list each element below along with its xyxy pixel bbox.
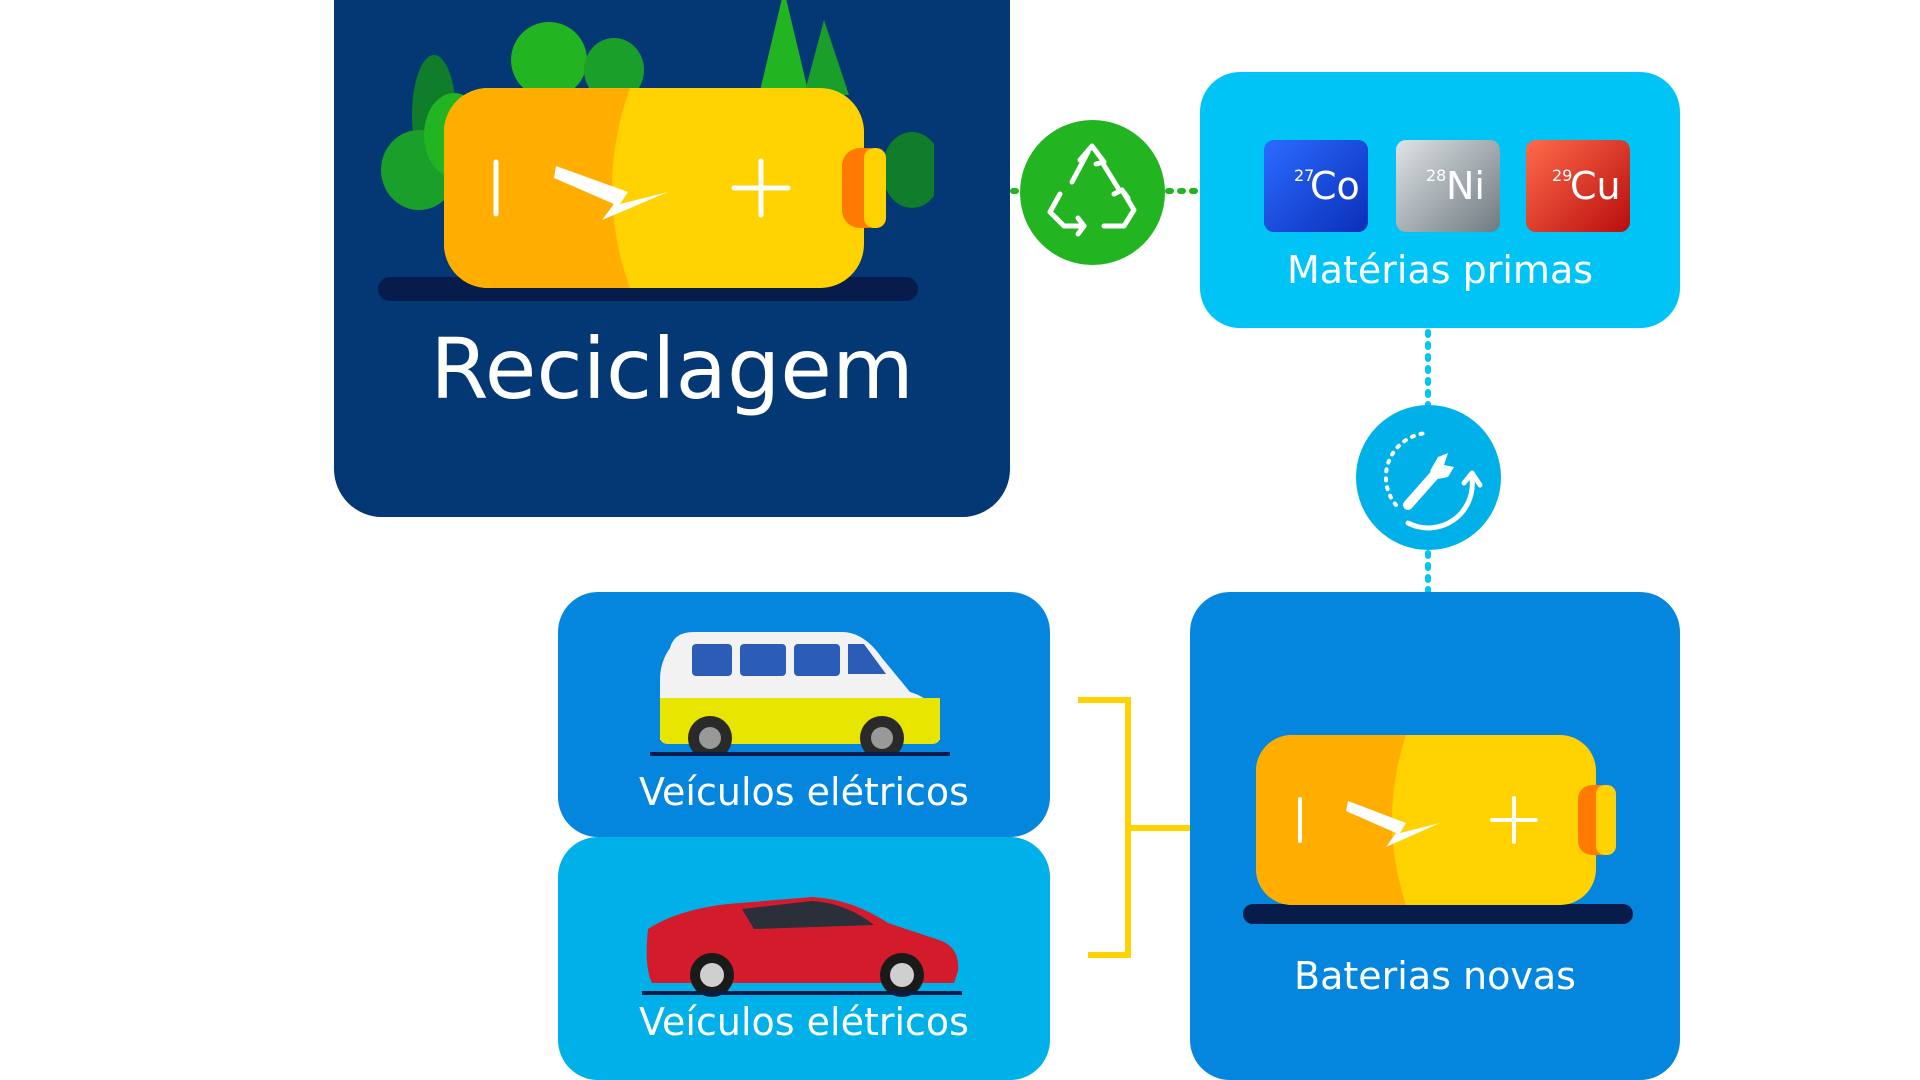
element-number: 28: [1426, 166, 1447, 185]
van-icon: [650, 632, 950, 756]
vehicle-card-van: Veículos elétricos: [558, 592, 1050, 837]
recycling-card: Reciclagem: [334, 0, 1010, 517]
new-battery-icon: [1256, 735, 1616, 905]
vehicle-card-sedan: Veículos elétricos: [558, 837, 1050, 1080]
element-tile-copper: 29 Cu: [1526, 140, 1630, 232]
recycle-icon: [1047, 143, 1137, 237]
recycle-badge: [1020, 120, 1165, 265]
vehicle-label-sedan: Veículos elétricos: [639, 1000, 969, 1044]
new-batteries-card: Baterias novas: [1190, 592, 1680, 1080]
wrench-cycle-icon: [1383, 431, 1483, 531]
element-tile-cobalt: 27 Co: [1264, 140, 1368, 232]
element-symbol: Co: [1310, 164, 1360, 208]
raw-materials-card: 27 Co 28 Ni 29 Cu Matérias primas: [1200, 72, 1680, 328]
element-tile-nickel: 28 Ni: [1396, 140, 1500, 232]
element-number: 27: [1294, 166, 1315, 185]
battery-ground-bar: [1243, 904, 1633, 924]
element-number: 29: [1552, 166, 1573, 185]
new-batteries-label: Baterias novas: [1294, 954, 1576, 998]
sedan-icon: [642, 897, 962, 997]
vehicle-label-van: Veículos elétricos: [639, 770, 969, 814]
repair-badge: [1356, 405, 1501, 550]
element-symbol: Cu: [1570, 164, 1621, 208]
recycling-title: Reciclagem: [430, 320, 914, 418]
raw-materials-label: Matérias primas: [1286, 248, 1594, 292]
battery-icon: [444, 88, 886, 288]
element-symbol: Ni: [1446, 164, 1485, 208]
vehicle-bracket: [1078, 697, 1131, 958]
